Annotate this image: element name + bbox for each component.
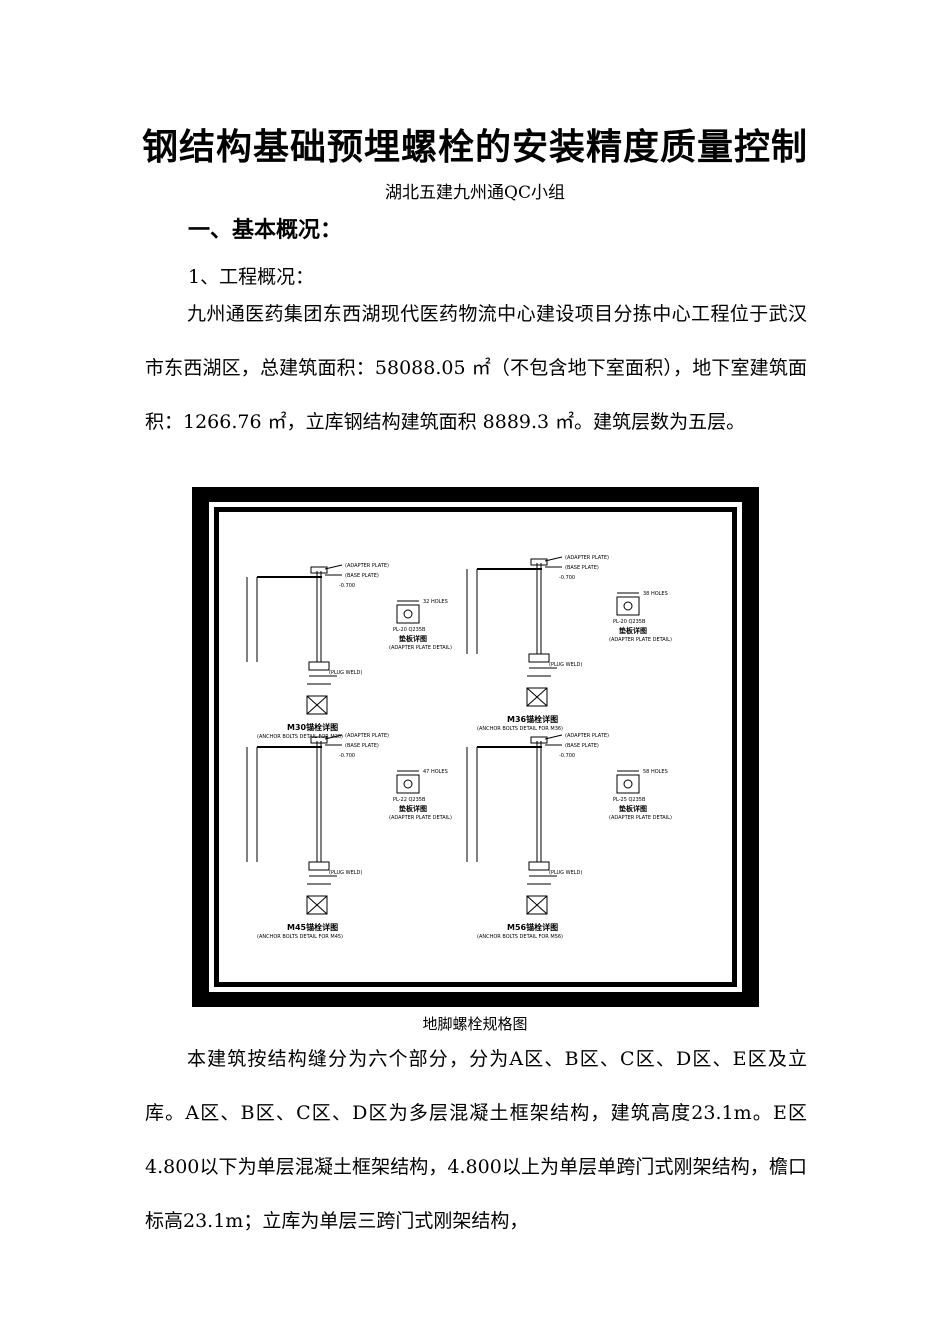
adapter-plate-label: (ADAPTER PLATE) [345,733,389,739]
subsection-heading: 1、工程概况： [188,266,315,288]
base-plate-label: (BASE PLATE) [565,743,599,749]
plug-weld-label: (PLUG WELD) [329,670,362,676]
plate-spec-label: PL-25 Q235B [613,797,646,803]
detail-title: M45锚栓详图 [287,922,338,932]
anchor-bolt-detail: (ADAPTER PLATE) (BASE PLATE) -0.700 32 HOLE… [246,563,452,740]
detail-title: M56锚栓详图 [507,922,558,932]
plate-detail-subtitle: (ADAPTER PLATE DETAIL) [389,645,452,651]
drawing-canvas: (ADAPTER PLATE) (BASE PLATE) -0.700 32 HOLE… [192,487,759,1007]
plug-weld-label: (PLUG WELD) [549,870,582,876]
document-title: 钢结构基础预埋螺栓的安装精度质量控制 [141,127,808,168]
plate-detail-subtitle: (ADAPTER PLATE DETAIL) [389,815,452,821]
plate-spec-label: PL-20 Q235B [613,619,646,625]
plate-detail-title: 垫板详图 [619,804,647,813]
section-heading: 一、基本概况： [188,218,343,243]
plug-weld-label: (PLUG WELD) [549,662,582,668]
holes-label: 32 HOLES [423,599,448,605]
anchor-bolt-detail: (ADAPTER PLATE) (BASE PLATE) -0.700 58 HOLE… [466,733,672,940]
anchor-bolt-detail: (ADAPTER PLATE) (BASE PLATE) -0.700 47 HOLE… [246,733,452,940]
elevation-label: -0.700 [559,575,575,581]
document-subtitle: 湖北五建九州通QC小组 [385,183,565,203]
base-plate-label: (BASE PLATE) [345,573,379,579]
holes-label: 38 HOLES [643,591,668,597]
detail-subtitle: (ANCHOR BOLTS DETAIL FOR M36) [477,726,563,732]
holes-label: 58 HOLES [643,769,668,775]
paragraph-project-overview: 九州通医药集团东西湖现代医药物流中心建设项目分拣中心工程位于武汉市东西湖区，总建… [145,303,807,433]
anchor-bolt-drawing: (ADAPTER PLATE) (BASE PLATE) -0.700 32 HOLE… [192,487,759,1007]
plate-detail-subtitle: (ADAPTER PLATE DETAIL) [609,815,672,821]
plug-weld-label: (PLUG WELD) [329,870,362,876]
anchor-bolt-detail: (ADAPTER PLATE) (BASE PLATE) -0.700 38 HOLE… [466,555,672,732]
adapter-plate-label: (ADAPTER PLATE) [565,733,609,739]
base-plate-label: (BASE PLATE) [345,743,379,749]
detail-title: M30锚栓详图 [287,722,338,732]
adapter-plate-label: (ADAPTER PLATE) [345,563,389,569]
plate-spec-label: PL-22 Q235B [393,797,426,803]
plate-detail-title: 垫板详图 [619,626,647,635]
adapter-plate-label: (ADAPTER PLATE) [565,555,609,561]
detail-subtitle: (ANCHOR BOLTS DETAIL FOR M45) [257,934,343,940]
elevation-label: -0.700 [339,753,355,759]
detail-title: M36锚栓详图 [507,714,558,724]
plate-detail-title: 垫板详图 [399,804,427,813]
plate-detail-subtitle: (ADAPTER PLATE DETAIL) [609,637,672,643]
base-plate-label: (BASE PLATE) [565,565,599,571]
plate-spec-label: PL-20 Q235B [393,627,426,633]
detail-subtitle: (ANCHOR BOLTS DETAIL FOR M30) [257,734,343,740]
detail-subtitle: (ANCHOR BOLTS DETAIL FOR M56) [477,934,563,940]
elevation-label: -0.700 [559,753,575,759]
holes-label: 47 HOLES [423,769,448,775]
plate-detail-title: 垫板详图 [399,634,427,643]
figure-caption: 地脚螺栓规格图 [422,1015,528,1033]
elevation-label: -0.700 [339,583,355,589]
paragraph-structure-division: 本建筑按结构缝分为六个部分，分为A区、B区、C区、D区、E区及立库。A区、B区、… [145,1048,807,1232]
